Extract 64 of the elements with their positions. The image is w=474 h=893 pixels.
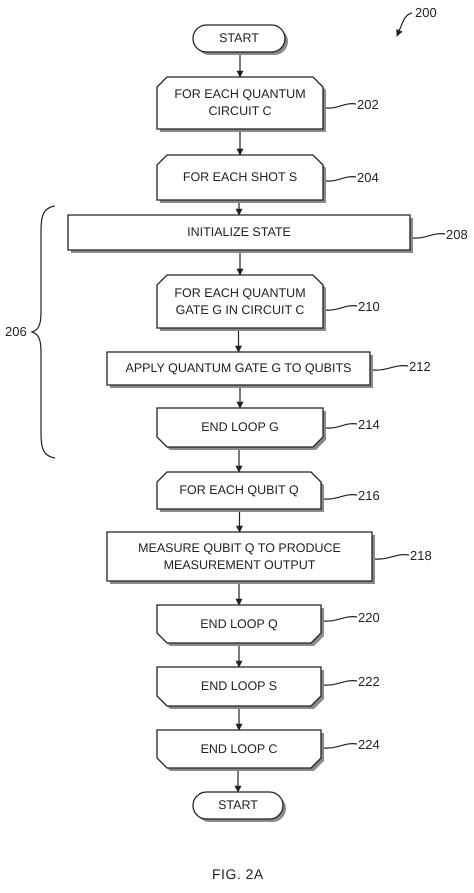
- reference-number: 220: [358, 610, 380, 626]
- reference-number: 214: [358, 417, 380, 433]
- terminal-shape: [193, 792, 286, 822]
- leader-line: [372, 365, 408, 371]
- figure-caption: FIG. 2A: [212, 866, 264, 882]
- reference-number: 202: [357, 97, 379, 113]
- step-text: FOR EACH QUANTUM GATE G IN CIRCUIT C: [173, 284, 307, 318]
- leader-line: [326, 176, 356, 182]
- arrow: [236, 450, 242, 473]
- step-text: MEASURE QUBIT Q TO PRODUCE MEASUREMENT OUTPUT: [137, 540, 342, 574]
- arrow: [236, 253, 244, 276]
- arrow: [236, 388, 244, 409]
- step-text: START: [217, 797, 259, 814]
- leader-line: [324, 680, 358, 686]
- step-text: INITIALIZE STATE: [186, 224, 292, 241]
- reference-number: 206: [5, 324, 27, 340]
- arrow: [236, 709, 242, 731]
- leader-line: [326, 103, 356, 109]
- leader-line: [324, 743, 358, 749]
- arrow: [236, 132, 244, 156]
- loop-end-box: [157, 667, 324, 709]
- leader-line: [324, 616, 358, 622]
- loop-start-box: [157, 155, 326, 203]
- loop-end-box: [157, 730, 324, 771]
- arrow: [236, 512, 243, 533]
- step-text: END LOOP S: [200, 678, 278, 695]
- process-box: [107, 352, 373, 388]
- loop-end-box: [157, 408, 326, 450]
- reference-number: 208: [446, 227, 468, 243]
- loop-start-box: [157, 275, 326, 331]
- loop-end-box: [157, 605, 324, 646]
- arrow: [234, 771, 242, 793]
- step-text: START: [218, 30, 260, 47]
- step-text: END LOOP G: [200, 419, 280, 436]
- process-box: [107, 532, 375, 584]
- reference-number: 212: [409, 359, 431, 375]
- arrow: [236, 646, 242, 668]
- loop-start-box: [157, 77, 326, 132]
- terminal-shape: [193, 25, 288, 55]
- step-text: APPLY QUANTUM GATE G TO QUBITS: [124, 360, 352, 377]
- leader-line: [374, 554, 410, 560]
- leader-line: [326, 305, 358, 311]
- leader-line: [412, 233, 446, 239]
- reference-number: 218: [410, 548, 432, 564]
- arrow: [236, 55, 244, 78]
- loop-start-box: [157, 472, 324, 512]
- reference-number: 224: [358, 737, 380, 753]
- step-text: FOR EACH SHOT S: [182, 169, 298, 186]
- reference-number: 200: [415, 5, 437, 21]
- reference-number: 222: [358, 674, 380, 690]
- reference-number: 210: [358, 299, 380, 315]
- step-text: END LOOP Q: [199, 616, 279, 632]
- step-text: FOR EACH QUBIT Q: [178, 482, 300, 499]
- process-box: [68, 215, 413, 253]
- leader-line: [326, 423, 358, 429]
- arrow: [235, 331, 242, 353]
- arrow: [236, 203, 242, 216]
- arrow: [236, 584, 242, 606]
- leader-line: [324, 494, 358, 500]
- reference-number: 216: [358, 488, 380, 504]
- leader-line: [396, 12, 412, 37]
- step-text: FOR EACH QUANTUM CIRCUIT C: [173, 86, 307, 120]
- step-text: END LOOP C: [200, 740, 278, 758]
- reference-number: 204: [357, 170, 379, 186]
